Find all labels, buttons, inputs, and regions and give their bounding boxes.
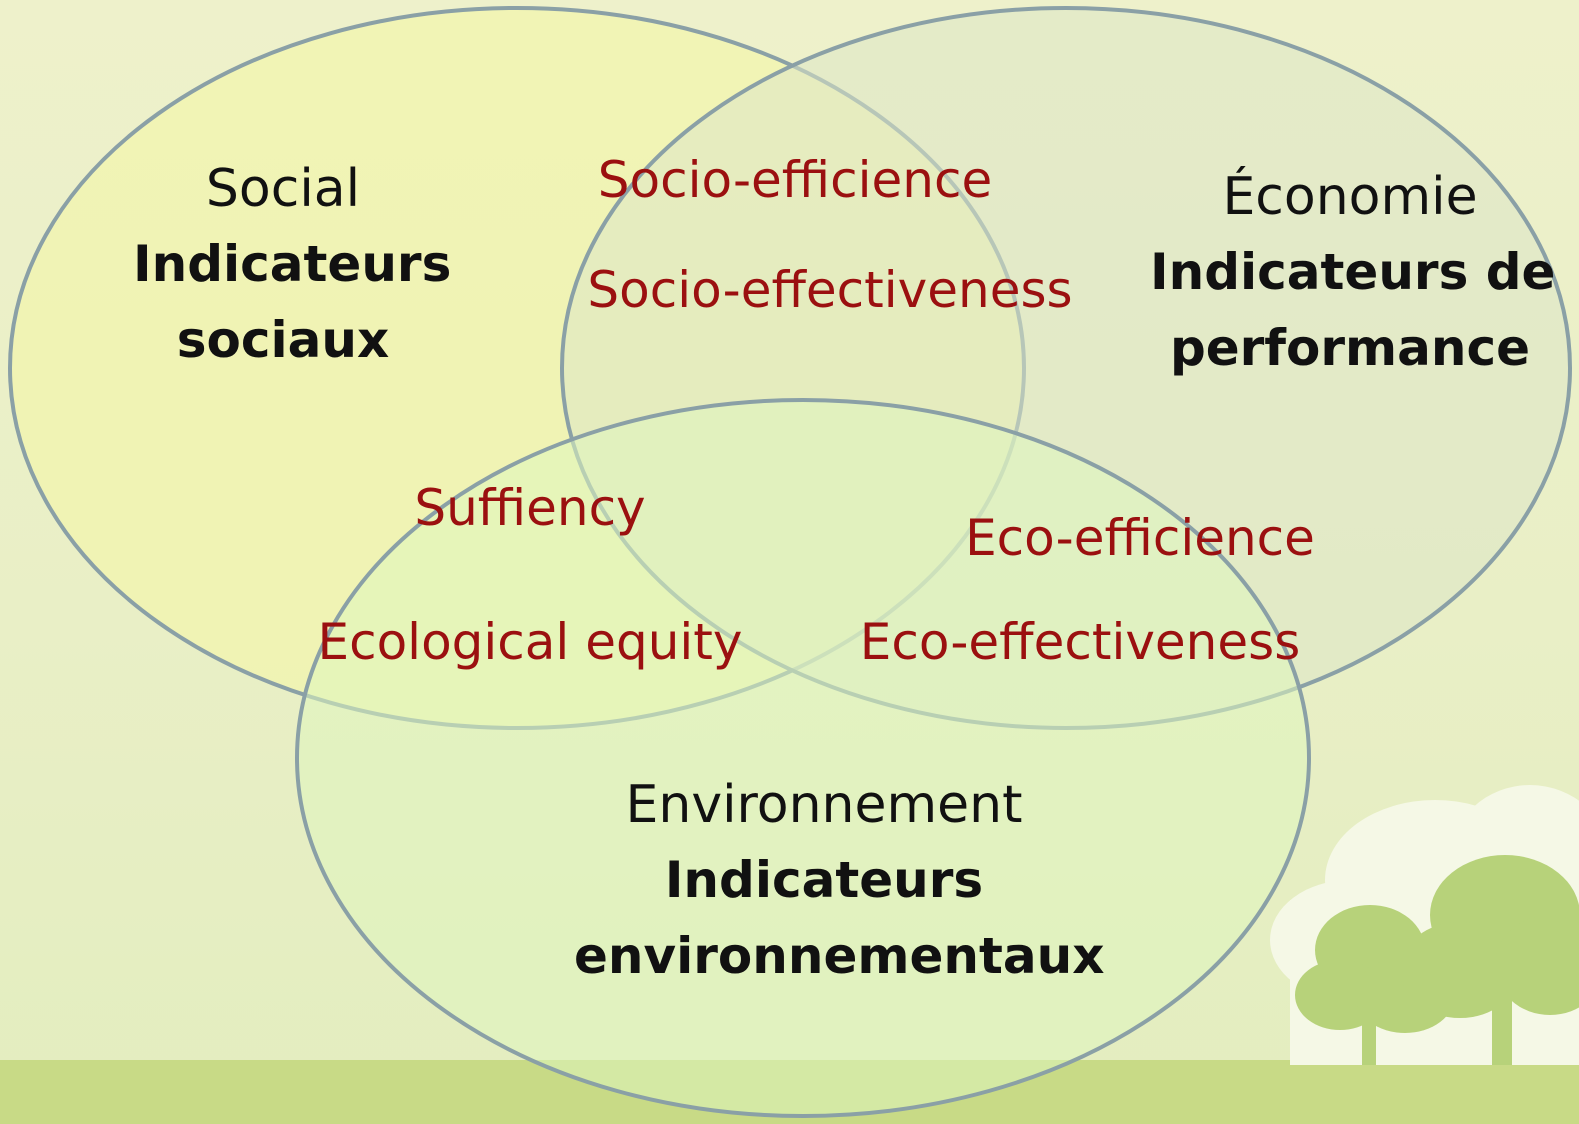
environnement-subtitle-line1: Indicateurs [664,851,984,909]
environnement-label-group: Environnement Indicateurs environnementa… [574,768,1105,994]
social-subtitle-line2: sociaux [176,311,390,369]
economie-label-group: Économie Indicateurs de performance [1150,160,1556,386]
socio-effectiveness-label: Socio-effectiveness [587,261,1073,319]
eco-effectiveness-label: Eco-effectiveness [859,613,1301,671]
economie-subtitle-line2: performance [1169,319,1531,377]
environnement-circle [295,398,1311,1118]
social-title: Social [205,159,361,219]
social-subtitle-line1: Indicateurs [133,235,452,293]
tree-right [1400,855,1579,1065]
ecological-equity-label: Ecological equity [317,613,743,671]
social-label-group: Social Indicateurs sociaux [133,152,452,378]
suffiency-label: Suffiency [414,479,646,537]
economie-subtitle-line1: Indicateurs de [1150,243,1556,301]
tree-left [1295,905,1455,1065]
eco-efficience-label: Eco-efficience [965,509,1315,567]
socio-efficience-label: Socio-efficience [597,151,993,209]
landscape-decoration [1270,785,1579,1065]
environnement-title: Environnement [625,775,1023,835]
environnement-subtitle-line2: environnementaux [574,927,1105,985]
economie-title: Économie [1222,167,1478,227]
